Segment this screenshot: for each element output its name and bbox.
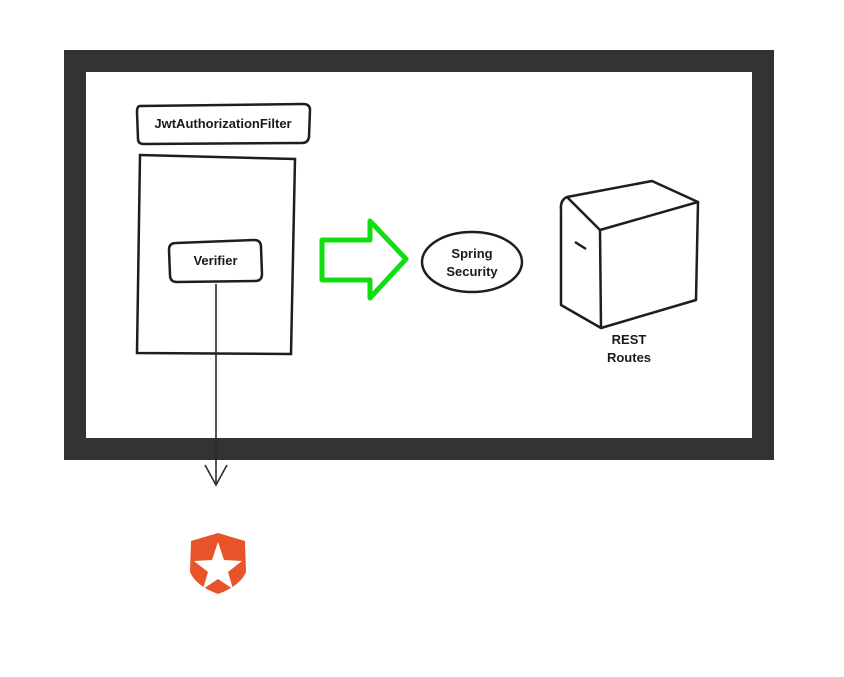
rest-routes-line2: Routes [606,350,652,365]
spring-security-node [420,230,524,294]
rest-routes-label: REST Routes [579,331,679,367]
verifier-title: Verifier [193,253,238,268]
rest-routes-line1: REST [611,332,647,347]
filter-label-box [135,102,312,146]
green-right-arrow-icon [319,218,409,301]
filter-title: JwtAuthorizationFilter [154,116,292,131]
spring-security-line1: Spring [451,246,493,261]
shield-star-logo-icon [190,533,246,594]
spring-security-label: Spring Security [422,245,522,281]
arrow-head-down-icon [204,464,228,487]
system-boundary-frame [64,50,774,460]
filter-container [135,153,297,356]
server-box-icon [559,179,700,330]
verifier-box [167,238,264,284]
spring-security-line2: Security [446,264,498,279]
